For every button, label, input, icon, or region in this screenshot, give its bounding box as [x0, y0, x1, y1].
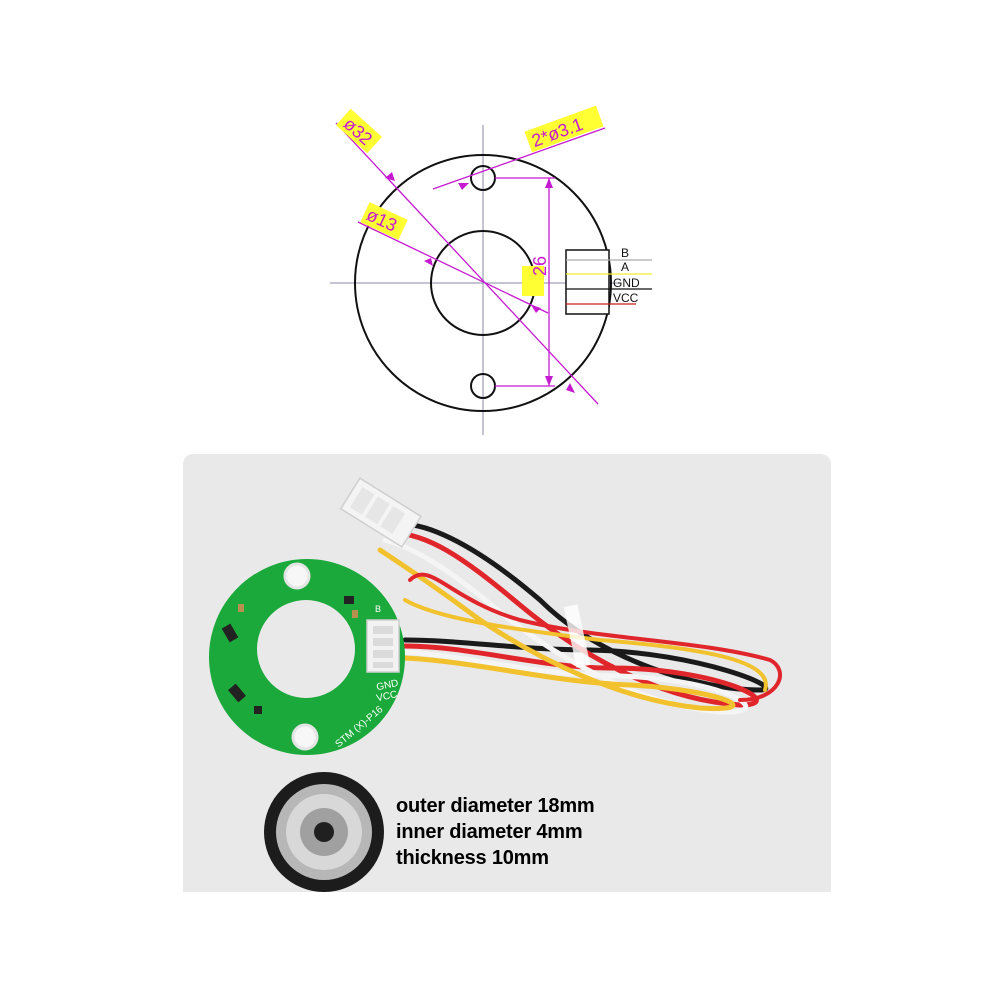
cable-bundle: [377, 521, 782, 715]
dim-spacing-label: 26: [530, 256, 550, 276]
connector-pin-labels: B A GND VCC: [613, 246, 640, 305]
pin-label-vcc: VCC: [613, 291, 639, 305]
dimension-drawing: ø32 ø13 2*ø3.1 26 B A GND VCC: [330, 105, 652, 435]
spec-thickness: thickness 10mm: [396, 847, 549, 869]
pin-label-a: A: [621, 260, 629, 274]
spec-outer-diameter: outer diameter 18mm: [396, 795, 595, 817]
cable-tie: [563, 604, 591, 668]
connector-symbol: [565, 249, 610, 315]
spec-inner-diameter: inner diameter 4mm: [396, 821, 583, 843]
magnet-image: [264, 772, 384, 892]
pcb-encoder-board: B GND VCC STM (X)-P16: [209, 559, 405, 755]
label-highlights: [336, 105, 604, 296]
dimension-arrows: [385, 172, 575, 393]
silk-vcc-label: VCC: [375, 689, 398, 704]
silk-b-label: B: [375, 604, 381, 614]
pin-label-b: B: [621, 246, 629, 260]
connector-pin-lines: [566, 259, 652, 305]
pin-label-gnd: GND: [613, 276, 640, 290]
magnet-spec-text: outer diameter 18mm inner diameter 4mm t…: [396, 793, 595, 871]
top-connector: [339, 477, 422, 548]
outer-circle: [354, 154, 612, 412]
silk-gnd-label: GND: [375, 678, 399, 693]
dimension-lines: [335, 122, 606, 405]
